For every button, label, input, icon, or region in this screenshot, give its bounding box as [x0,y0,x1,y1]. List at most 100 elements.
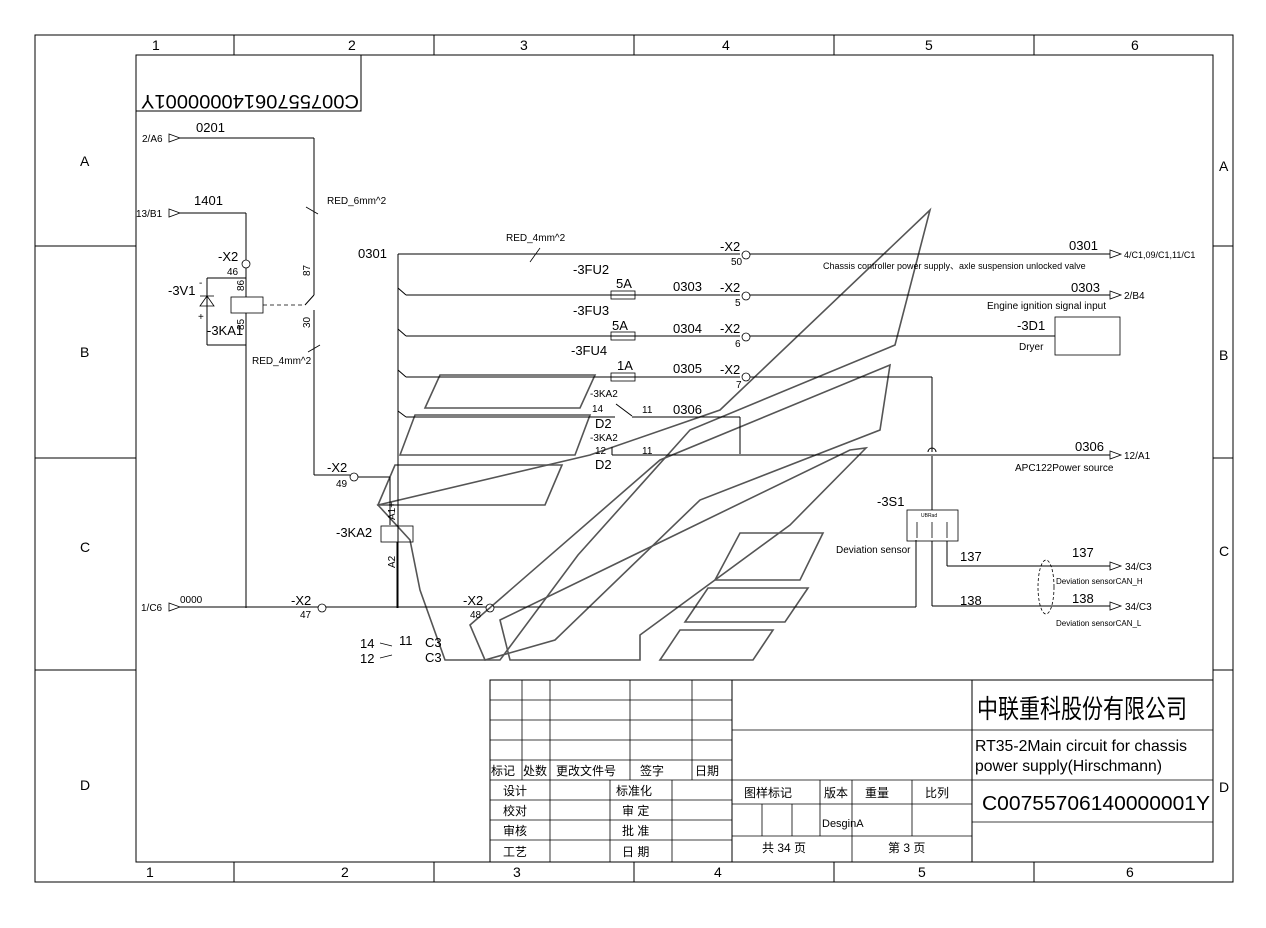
ka1-pin-86: 86 [236,279,247,291]
ka2a-14: 14 [592,404,604,415]
branch-fu4: -3FU4 1A 0305 -X2 7 [397,343,937,510]
col-label-top: 5 [925,37,933,53]
tb-verify: 审 定 [622,803,649,818]
wire-1401: 1401 [194,193,223,208]
d1-name: Dryer [1019,342,1044,353]
tb-title-2: power supply(Hirschmann) [975,758,1162,775]
row-label-right: A [1219,158,1229,174]
xref-c3a: C3 [425,635,442,650]
pin-50: 50 [731,257,743,268]
wire-0303-left: 0303 [673,279,702,294]
x2-label: -X2 [720,280,740,295]
fu2-value: 5A [616,276,632,291]
branch-fu3: -3FU3 5A 0304 -X2 6 -3D1 Dryer [397,303,1121,356]
wire-137-right: 137 [1072,545,1094,560]
ka1-pin-30: 30 [302,316,313,328]
ka1-label: -3KA1 [207,323,243,338]
x2-label: -X2 [720,362,740,377]
ref-13b1: 13/B1 [136,209,163,220]
ka2b-12: 12 [595,446,607,457]
pin-7: 7 [736,380,742,391]
dryer-box [1054,316,1121,356]
v1-minus: - [199,278,202,289]
tb-page: 第 3 页 [888,841,925,855]
ref-34c3-a: 34/C3 [1125,562,1152,573]
row-label-right: D [1219,779,1229,795]
title-block: 标记 处数 更改文件号 签字 日期 设计 校对 审核 工艺 标准化 审 定 批 … [489,679,1214,863]
x2-label: -X2 [720,239,740,254]
d2a: D2 [595,416,612,431]
col-label-top: 4 [722,37,730,53]
ka2-contacts: -3KA2 14 11 D2 0306 -3KA2 12 11 D2 0306 … [397,389,1151,474]
ref-12a1: 12/A1 [1124,451,1151,462]
wire-138-left: 138 [960,593,982,608]
cable-red-4mm-b: RED_4mm^2 [252,356,312,367]
x2-label: -X2 [720,321,740,336]
xref-c3b: C3 [425,650,442,665]
tb-company: 中联重科股份有限公司 [977,694,1187,724]
input-2a6: 2/A6 0201 [142,120,315,295]
tb-process: 工艺 [503,845,527,859]
wire-138-right: 138 [1072,591,1094,606]
tb-sample: 图样标记 [744,785,792,800]
s1-name: Deviation sensor [836,545,911,556]
col-label-bottom: 4 [714,864,722,880]
s1-tag: UBRad [921,513,937,519]
xref-11: 11 [399,633,413,648]
watermark-logo [376,207,932,661]
tb-weight: 重量 [865,786,889,800]
col-label-bottom: 1 [146,864,154,880]
ref-4c1: 4/C1,09/C1,11/C1 [1124,250,1195,260]
note-canl: Deviation sensorCAN_L [1056,619,1142,628]
row-label-right: C [1219,543,1229,559]
col-label-bottom: 2 [341,864,349,880]
col-label-top: 3 [520,37,528,53]
row-label-left: D [80,777,90,793]
pin-47: 47 [300,610,312,621]
note-engine: Engine ignition signal input [987,301,1106,312]
tb-title-1: RT35-2Main circuit for chassis [975,738,1187,755]
pin-48: 48 [470,610,482,621]
x2-label: -X2 [218,249,238,264]
fu4-value: 1A [617,358,633,373]
tb-h-date: 日期 [695,764,719,778]
input-13b1: 13/B1 1401 [136,193,247,260]
v1-label: -3V1 [168,283,195,298]
xref-12: 12 [360,651,374,666]
ka2-a1: A1+ [387,502,398,520]
fu2-label: -3FU2 [573,262,609,277]
pin-49: 49 [336,479,348,490]
bus-0301: 0301 RED_4mm^2 -X2 50 0301 4/C1,09/C1,11… [358,233,1195,608]
note-canh: Deviation sensorCAN_H [1056,577,1143,586]
tb-scale: 比列 [925,786,949,800]
ref-1c6: 1/C6 [141,603,163,614]
terminal-x2-46 [241,259,251,269]
terminal-x2-49 [349,472,359,482]
wire-0306-left: 0306 [673,402,702,417]
tb-h-doc: 更改文件号 [556,763,616,778]
d2b: D2 [595,457,612,472]
wire-0301-right: 0301 [1069,238,1098,253]
row-label-left: B [80,344,89,360]
tb-check: 校对 [503,803,527,818]
x2-label: -X2 [327,460,347,475]
wire-0304: 0304 [673,321,702,336]
fu3-label: -3FU3 [573,303,609,318]
col-label-top: 2 [348,37,356,53]
fu4-label: -3FU4 [571,343,607,358]
tb-total: 共 34 页 [762,841,806,855]
tb-h-sign: 签字 [640,763,664,778]
row-label-left: C [80,539,90,555]
ref-34c3-b: 34/C3 [1125,602,1152,613]
diode-3v1: -3V1 - + [168,277,246,346]
tb-design: 设计 [503,784,527,798]
ka1-pin-85: 85 [236,318,247,330]
column-labels: 1 2 3 4 5 6 1 2 3 4 5 6 [146,37,1139,880]
cable-red-4mm-a: RED_4mm^2 [506,233,566,244]
d1-label: -3D1 [1017,318,1045,333]
pin-46: 46 [227,267,239,278]
relay-3ka2-coil: -3KA2 A1+ A2 [336,502,414,608]
ka2a-11: 11 [642,405,653,416]
mirrored-code: C00755706140000001Y [141,90,359,111]
